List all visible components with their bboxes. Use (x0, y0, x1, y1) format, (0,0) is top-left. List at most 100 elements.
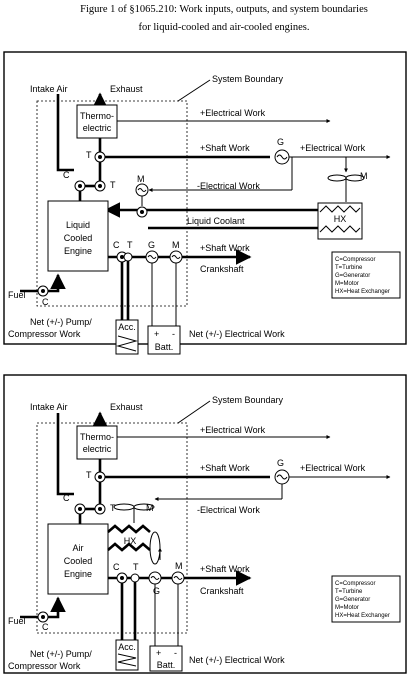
diagram1-motor-mid-wave (137, 188, 147, 192)
diagram1-legend-box (331, 251, 401, 299)
diagram1-battery-box (147, 325, 181, 355)
diagram2-motor-bottom-wave (173, 576, 183, 580)
diagram2-turbine-mid-dot (98, 507, 102, 511)
diagram2-compressor-top-dot (78, 507, 82, 511)
diagram1-heat-exchanger-box (317, 202, 363, 240)
diagram2-engine-label-1: Air (73, 543, 84, 553)
diagram1-turbine-bottom-letter: T (127, 240, 133, 250)
diagram1-accumulator-spring (116, 335, 138, 352)
diagram2-generator-bottom-letter: G (153, 586, 160, 596)
diagram2-thermoelectric-label-2: electric (83, 444, 112, 454)
diagram2-battery-minus: - (174, 648, 177, 658)
diagram2-engine-label-2: Cooled (64, 556, 93, 566)
diagram2-accumulator-label: Acc. (118, 642, 136, 652)
diagram2-battery-label: Batt. (157, 660, 176, 670)
diagram1-electrical-work-top-label: +Electrical Work (200, 108, 266, 118)
diagram2-shaft-work-bottom-label: +Shaft Work (200, 564, 250, 574)
diagram2-turbine-mid-letter: T (110, 503, 116, 513)
diagram1-turbine-bottom-icon (123, 252, 133, 262)
diagram1-engine-label-1: Liquid (66, 220, 90, 230)
diagram1-fan-letter: M (360, 171, 368, 181)
diagram2-fuel-compressor-dot (41, 615, 45, 619)
diagram1-fuel-compressor-letter: C (42, 297, 49, 307)
diagram2-exhaust-label: Exhaust (110, 402, 143, 412)
diagram2-compressor-bottom-letter: C (113, 562, 120, 572)
diagram1-heat-exchanger-zigzag-top (319, 205, 361, 213)
diagram2-electrical-work-top-label: +Electrical Work (200, 425, 266, 435)
diagram2-thermoelectric-label-1: Thermo- (80, 432, 114, 442)
diagram1-engine-label-2: Cooled (64, 233, 93, 243)
diagram1-battery-plus: + (154, 329, 159, 339)
air-cooled-diagram: Intake Air Exhaust System Boundary Therm… (3, 374, 407, 674)
diagram1-heat-exchanger-label: HX (334, 214, 347, 224)
diagram2-engine-label-3: Engine (64, 569, 92, 579)
figure-caption-line2: for liquid-cooled and air-cooled engines… (139, 22, 310, 33)
diagram1-coolant-pump-dot (140, 210, 144, 214)
diagram2-thermoelectric-box (76, 425, 118, 460)
diagram2-turbine-top-dot (98, 475, 102, 479)
diagram1-thermoelectric-label-2: electric (83, 123, 112, 133)
diagram2-motor-bottom-letter: M (175, 561, 183, 571)
diagram2-system-boundary-label: System Boundary (212, 395, 284, 405)
diagram1-crankshaft-label: Crankshaft (200, 264, 244, 274)
diagram1-thermoelectric-label-1: Thermo- (80, 111, 114, 121)
diagram1-net-pump-label-1: Net (+/-) Pump/ (30, 317, 92, 327)
diagram1-neg-electrical-label: -Electrical Work (197, 181, 260, 191)
diagram1-legend-item-2: T=Turbine (335, 265, 363, 271)
diagram1-compressor-bottom-letter: C (113, 240, 120, 250)
diagram2-legend-item-4: M=Motor (335, 605, 359, 611)
diagram2-crankshaft-label: Crankshaft (200, 586, 244, 596)
diagram1-turbine-mid-dot (98, 184, 102, 188)
diagram2-turbine-bottom-icon (130, 573, 140, 583)
diagram2-electrical-work-right-label: +Electrical Work (300, 463, 366, 473)
diagram2-shaft-work-top-label: +Shaft Work (200, 463, 250, 473)
diagram2-battery-plus: + (156, 648, 161, 658)
diagram1-motor-mid-letter: M (137, 174, 145, 184)
diagram1-motor-bottom-letter: M (172, 240, 180, 250)
diagram2-fuel-label: Fuel (8, 616, 26, 626)
diagram2-compressor-bottom-dot (120, 576, 124, 580)
diagram1-generator-bottom-wave (147, 255, 157, 259)
diagram1-generator-right-wave (276, 154, 288, 160)
diagram1-generator-right-letter: G (277, 137, 284, 147)
diagram2-heat-exchanger-zigzag-top (107, 524, 151, 534)
diagram1-compressor-top-dot (78, 184, 82, 188)
diagram1-accumulator-label: Acc. (118, 322, 136, 332)
diagram2-generator-right-wave (276, 474, 288, 480)
diagram2-net-pump-label-2: Compressor Work (8, 661, 81, 671)
diagram2-intake-duct (56, 413, 74, 496)
diagram1-turbine-mid-letter: T (110, 180, 116, 190)
diagram2-legend-item-5: HX=Heat Exchanger (335, 613, 390, 619)
diagram1-legend-item-5: HX=Heat Exchanger (335, 289, 390, 295)
figure-caption-line1: Figure 1 of §1065.210: Work inputs, outp… (80, 4, 368, 15)
diagram1-compressor-bottom-dot (120, 255, 124, 259)
diagram2-neg-electrical-label: -Electrical Work (197, 505, 260, 515)
diagram2-intake-air-label: Intake Air (30, 402, 68, 412)
diagram1-intake-duct (56, 94, 74, 172)
diagram1-legend-item-1: C=Compressor (335, 257, 376, 263)
diagram1-exhaust-label: Exhaust (110, 84, 143, 94)
diagram2-fuel-to-engine (48, 596, 66, 619)
diagram2-fan-letter: M (146, 503, 154, 513)
diagram1-engine-block (47, 200, 109, 272)
diagram1-fuel-label: Fuel (8, 290, 26, 300)
diagram1-intake-air-label: Intake Air (30, 84, 68, 94)
diagram1-engine-label-3: Engine (64, 246, 92, 256)
diagram1-compressor-top-letter: C (63, 170, 70, 180)
diagram1-system-boundary-label: System Boundary (212, 74, 284, 84)
diagram1-shaft-work-top-label: +Shaft Work (200, 143, 250, 153)
diagram2-net-pump-label-1: Net (+/-) Pump/ (30, 649, 92, 659)
diagram2-heat-exchanger-zigzag-bottom (107, 542, 151, 552)
diagram1-motor-bottom-wave (171, 255, 181, 259)
diagram1-electrical-work-right-label: +Electrical Work (300, 143, 366, 153)
diagram1-turbine-top-letter: T (86, 150, 92, 160)
diagram2-net-electrical-label: Net (+/-) Electrical Work (189, 655, 285, 665)
liquid-cooled-diagram: Intake Air Exhaust System Boundary Therm… (3, 51, 407, 355)
diagram2-battery-box (149, 645, 183, 672)
diagram2-turbine-top-letter: T (86, 470, 92, 480)
diagram1-shaft-work-bottom-label: +Shaft Work (200, 243, 250, 253)
diagram1-system-boundary-pointer (177, 79, 211, 102)
diagram2-fan-blade-left (113, 503, 135, 511)
diagram1-liquid-coolant-label: Liquid Coolant (187, 216, 245, 226)
